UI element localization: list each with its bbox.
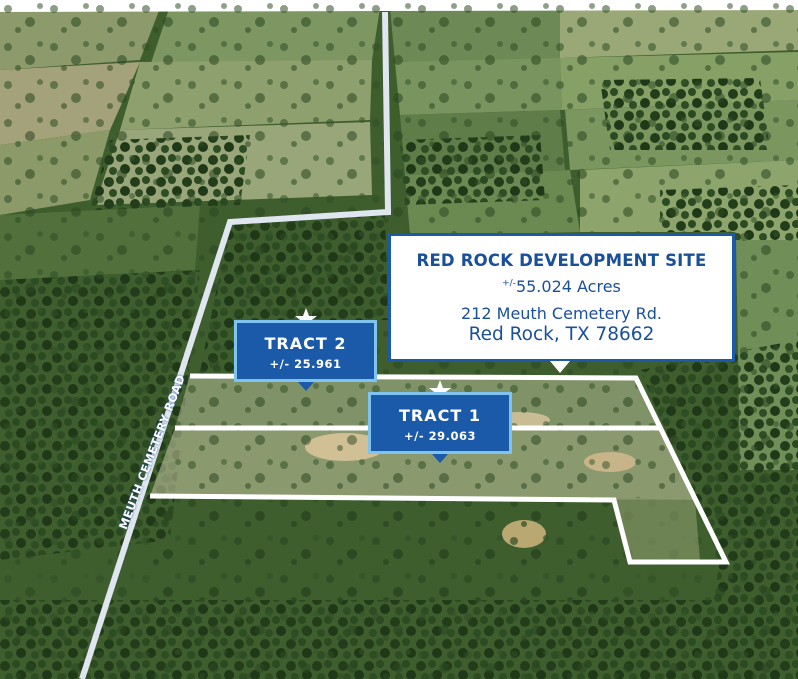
site-address-city: Red Rock, TX 78662 [468, 324, 655, 345]
tract-2-acreage: +/- 25.961 [269, 357, 342, 371]
tract-1-pointer [432, 454, 448, 463]
site-address-street: 212 Meuth Cemetery Rd. [461, 304, 662, 323]
tract-2-name: TRACT 2 [264, 334, 347, 353]
tract-1-label: TRACT 1 +/- 29.063 [368, 392, 512, 454]
tract-2-label: TRACT 2 +/- 25.961 [234, 320, 377, 382]
site-info-callout: RED ROCK DEVELOPMENT SITE +/-55.024 Acre… [388, 233, 735, 362]
callout-pointer [550, 361, 570, 373]
star-icon [429, 380, 451, 401]
tract-1-acreage: +/- 29.063 [404, 429, 476, 443]
meuth-cemetery-road [79, 11, 392, 679]
tract-1-name: TRACT 1 [399, 406, 481, 425]
star-icon [295, 308, 317, 329]
tract-2-pointer [298, 382, 314, 391]
site-acreage: +/-55.024 Acres [502, 277, 621, 296]
site-title: RED ROCK DEVELOPMENT SITE [416, 251, 707, 270]
